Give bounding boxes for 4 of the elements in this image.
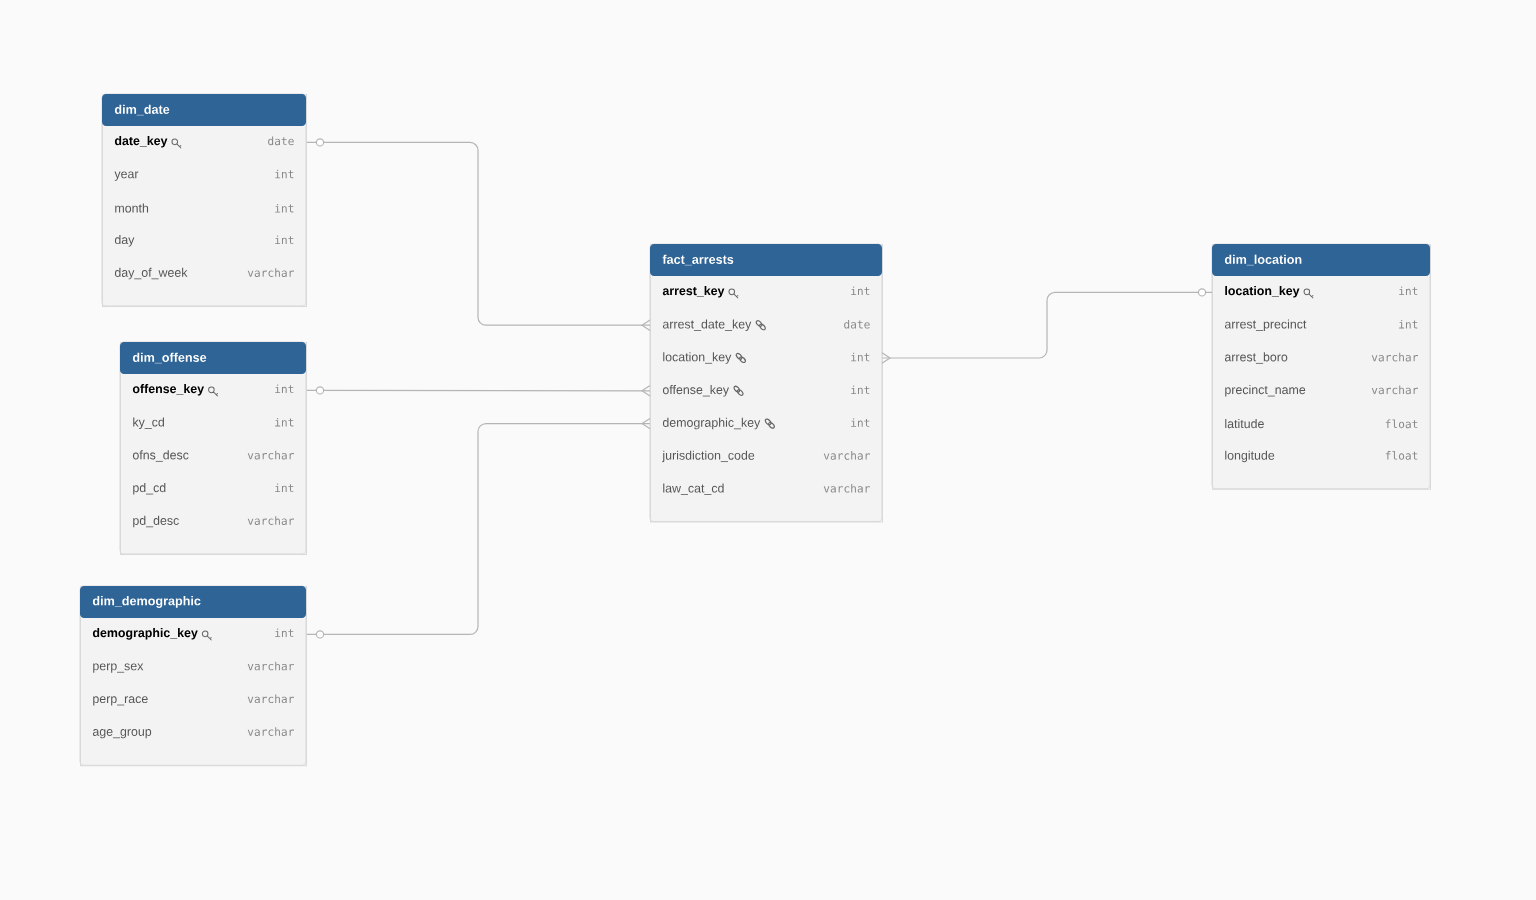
relationship-line bbox=[306, 417, 651, 639]
relationship-line bbox=[881, 288, 1213, 364]
relationship-line bbox=[306, 138, 651, 331]
relationship-line bbox=[306, 385, 651, 397]
